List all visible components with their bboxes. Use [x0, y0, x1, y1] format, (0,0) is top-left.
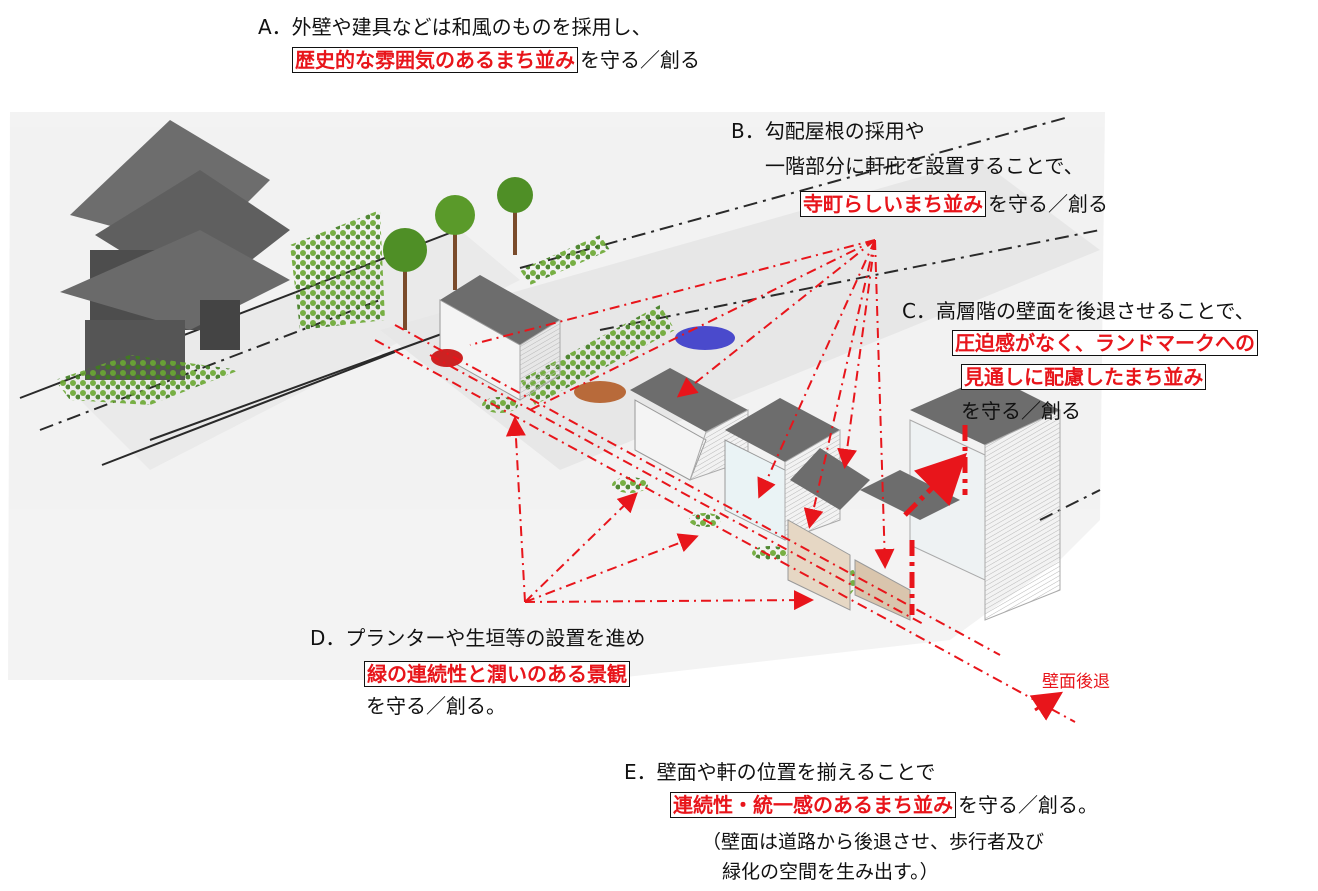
note-e-highlight-line: 連続性・統一感のあるまち並みを守る／創る。: [670, 791, 1098, 819]
note-c-highlight1-line: 圧迫感がなく、ランドマークへの: [952, 329, 1260, 357]
setback-marker-c: [903, 425, 968, 615]
note-c-highlight2-line: 見通しに配慮したまち並み: [961, 363, 1208, 391]
houses: [439, 275, 1061, 621]
note-a-tail: を守る／創る: [580, 48, 700, 72]
note-a-highlight: 歴史的な雰囲気のあるまち並み: [292, 47, 578, 73]
note-e-paren1: （壁面は道路から後退させ、歩行者及び: [702, 831, 1045, 853]
note-e-paren2: 緑化の空間を生み出す。）: [722, 861, 939, 883]
note-e-lead: E．壁面や軒の位置を揃えることで: [624, 760, 936, 784]
note-d-highlight-line: 緑の連続性と潤いのある景観: [364, 660, 632, 688]
note-e-tail: を守る／創る。: [958, 793, 1098, 817]
note-c-highlight1: 圧迫感がなく、ランドマークへの: [952, 330, 1258, 356]
note-e-paren1-line: （壁面は道路から後退させ、歩行者及び: [702, 828, 1044, 856]
note-a-highlight-line: 歴史的な雰囲気のあるまち並みを守る／創る: [292, 46, 700, 74]
note-b-highlight: 寺町らしいまち並み: [800, 191, 986, 217]
note-e-highlight: 連続性・統一感のあるまち並み: [670, 792, 956, 818]
temple-gate: [60, 120, 290, 380]
note-d-tail-line: を守る／創る。: [366, 692, 506, 720]
note-b-lead: B．勾配屋根の採用や: [731, 119, 925, 143]
note-b-highlight-line: 寺町らしいまち並みを守る／創る: [800, 190, 1108, 218]
greenery: [55, 210, 856, 600]
note-b: B．勾配屋根の採用や: [731, 117, 925, 145]
retreat-arrow: [1029, 691, 1064, 721]
note-a-lead: A．外壁や建具などは和風のものを採用し、: [258, 15, 652, 39]
trees: [383, 177, 533, 330]
wall-setback-label: 壁面後退: [1042, 672, 1110, 692]
sight-lines-b: [469, 239, 895, 569]
note-d-tail: を守る／創る。: [366, 694, 506, 718]
sight-lines-d: [505, 416, 814, 611]
note-e-paren2-line: 緑化の空間を生み出す。）: [722, 858, 939, 886]
note-c-highlight2: 見通しに配慮したまち並み: [961, 364, 1207, 390]
note-c-lead: C．高層階の壁面を後退させることで、: [902, 299, 1255, 323]
note-a: A．外壁や建具などは和風のものを採用し、: [258, 13, 652, 41]
note-d-highlight: 緑の連続性と潤いのある景観: [364, 661, 630, 687]
note-d-lead: D．プランターや生垣等の設置を進め: [310, 626, 646, 650]
note-c-tail-line: を守る／創る: [961, 397, 1081, 425]
note-c: C．高層階の壁面を後退させることで、: [902, 297, 1255, 325]
setback-lines: [374, 324, 1076, 723]
note-c-tail: を守る／創る: [961, 399, 1081, 423]
note-b-tail: を守る／創る: [988, 192, 1108, 216]
note-e: E．壁面や軒の位置を揃えることで: [624, 758, 935, 786]
note-d: D．プランターや生垣等の設置を進め: [310, 624, 645, 652]
note-b-line2: 一階部分に軒庇を設置することで、: [765, 152, 1084, 180]
note-b-line2-text: 一階部分に軒庇を設置することで、: [765, 154, 1084, 178]
